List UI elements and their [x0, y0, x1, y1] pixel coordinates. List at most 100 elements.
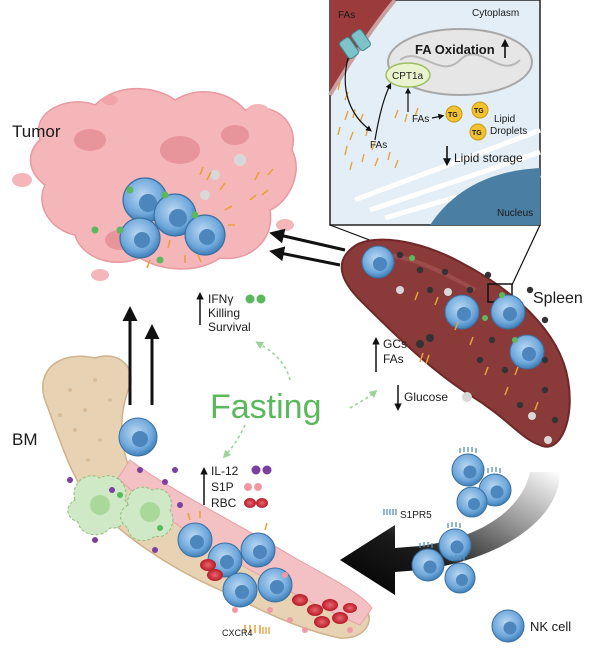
bm-to-tumor-arrows [122, 306, 160, 405]
gray-dot [210, 170, 220, 180]
nk-cell [438, 528, 472, 562]
effect-killing: Killing [208, 306, 240, 320]
effect-il12: IL-12 [211, 464, 239, 478]
stromal-cell [67, 475, 130, 536]
gc-dots [396, 251, 559, 424]
s1p-dot [244, 483, 252, 491]
green-dot [91, 226, 99, 234]
green-dot [161, 191, 169, 199]
s1pr5-legend: S1PR5 [383, 509, 432, 521]
cell-membrane [330, 0, 395, 95]
bm-receptor-marks [187, 511, 268, 633]
effect-s1p: S1P [211, 480, 234, 494]
inset-tg-1: TG [448, 112, 458, 119]
inset-cytoplasm: Cytoplasm [472, 8, 519, 19]
arrow-fas-down [344, 57, 372, 132]
effect-ifng: IFNγ [208, 292, 233, 306]
gc-dot [416, 340, 424, 348]
s1p-dots [232, 572, 353, 633]
s1pr5-label: S1PR5 [400, 510, 432, 521]
inset-tg-2: TG [474, 108, 484, 115]
effect-survival: Survival [208, 320, 251, 334]
fasting-label: Fasting [210, 388, 322, 426]
tumor-nk-cells [91, 166, 274, 269]
nk-cell-legend: NK cell [491, 609, 571, 643]
inset-fas-right: FAs [412, 114, 429, 125]
gray-dot [234, 154, 246, 166]
il12-dots [67, 467, 183, 553]
gray-dot [200, 190, 210, 200]
nk-cell [444, 562, 476, 594]
tumor-fragment [12, 173, 32, 187]
cxcr4-label: CXCR4 [222, 628, 253, 638]
spleen-label: Spleen [533, 290, 583, 307]
inset-nucleus: Nucleus [497, 208, 533, 219]
nk-cell [361, 245, 395, 279]
spleen-nk-cells [361, 245, 545, 370]
nk-cell [444, 294, 480, 330]
spleen-region [340, 238, 571, 448]
s1pr5-receptors [419, 447, 501, 561]
nk-cell [118, 417, 158, 457]
inset-lipid-storage: Lipid storage [454, 151, 523, 165]
bone-texture [58, 378, 112, 462]
receptor-marks [146, 166, 274, 269]
fasting-arrows [222, 341, 378, 459]
il12-dot [262, 465, 272, 475]
tumor-fragment [102, 95, 118, 105]
s1p-dot [254, 483, 262, 491]
nk-cell-label: NK cell [530, 619, 571, 634]
rbc-dot [256, 498, 268, 508]
inset-lipid: Lipid [494, 114, 515, 125]
rbc-cells [200, 559, 357, 628]
migration-arrow [340, 472, 560, 595]
inset-droplets: Droplets [490, 126, 527, 137]
ifng-dot [256, 294, 266, 304]
tumor-fragment [91, 269, 109, 281]
lipid-droplets [445, 101, 489, 141]
nk-cell [456, 486, 488, 518]
spleen-to-tumor-arrows [269, 228, 346, 267]
effect-glucose: Glucose [404, 390, 448, 404]
inset-tg-3: TG [472, 130, 482, 137]
spleen-effects: GCs FAs Glucose [372, 334, 472, 411]
arrow-to-cpt1a [374, 82, 392, 141]
il12-dot [251, 465, 261, 475]
tumor-cell-nucleus [221, 125, 249, 145]
tumor-effects: IFNγ Killing Survival [196, 292, 266, 334]
inset-fa-oxidation: FA Oxidation [415, 42, 495, 57]
glucose-dot [462, 392, 472, 402]
nk-cell [490, 294, 526, 330]
bm-effects: IL-12 S1P RBC [200, 464, 272, 510]
green-dot [126, 186, 134, 194]
nk-cell [411, 548, 445, 582]
effect-rbc: RBC [211, 496, 237, 510]
glucose-dots [396, 286, 552, 444]
tumor-fragment [276, 219, 294, 231]
effect-fas: FAs [383, 352, 404, 366]
nk-cell [177, 522, 213, 558]
fa-transporter [339, 29, 371, 59]
tumor-label: Tumor [12, 122, 61, 141]
ifng-dot [245, 294, 255, 304]
tumor-fragment [246, 104, 270, 120]
spleen-fa-marks [414, 291, 539, 411]
inset-panel: Cytoplasm FA Oxidation CPT1a FAs FAs FAs… [328, 0, 541, 226]
gc-dot [426, 334, 434, 342]
inset-cpt1a: CPT1a [392, 71, 424, 82]
bm-nk-cells [118, 417, 293, 608]
tumor-cell-nucleus [160, 136, 200, 164]
nk-cell [184, 214, 226, 256]
s1pr5-nk-cells [411, 447, 512, 594]
bone-marrow-region [42, 355, 373, 639]
tumor-cell-nucleus [74, 129, 106, 151]
nk-cell-legend-icon [491, 609, 525, 643]
inset-fas-top: FAs [338, 10, 355, 21]
tumor-region [12, 87, 297, 281]
rbc-dot [244, 498, 256, 508]
green-dot [191, 211, 199, 219]
nk-cell [222, 572, 258, 608]
spleen-green-dots [409, 255, 518, 343]
cpt1a-node [385, 62, 431, 88]
